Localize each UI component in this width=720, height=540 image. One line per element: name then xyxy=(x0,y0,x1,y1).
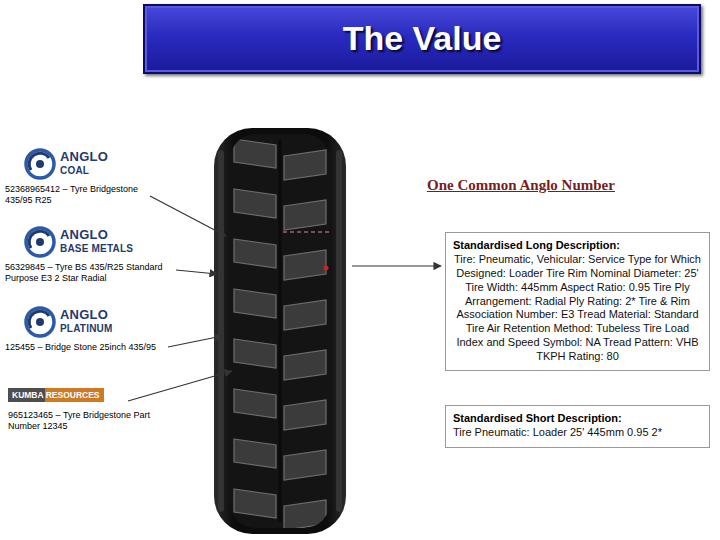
company-logo-name: KUMBA RESOURCES xyxy=(8,388,104,402)
anglo-emblem xyxy=(26,228,54,256)
part-description: 125455 – Bridge Stone 25inch 435/95 xyxy=(5,342,170,353)
company-entry: ANGLO BASE METALS 56329845 – Tyre BS 435/… xyxy=(5,228,180,284)
company-entry: KUMBA RESOURCES 965123465 – Tyre Bridgest… xyxy=(8,384,173,432)
tyre-shoulder xyxy=(218,150,224,512)
part-description: 52368965412 – Tyre Bridgestone 435/95 R2… xyxy=(5,184,165,206)
slide-title: The Value xyxy=(343,20,502,57)
title-band: The Value xyxy=(143,4,701,74)
box-heading: Standardised Long Description: xyxy=(453,238,702,252)
part-description: 56329845 – Tyre BS 435/R25 Standard Purp… xyxy=(5,262,170,284)
leader-arrow xyxy=(150,196,226,236)
company-entry: ANGLO PLATINUM 125455 – Bridge Stone 25in… xyxy=(5,308,180,353)
description-text: Tire: Pneumatic, Vehicular: Service Type… xyxy=(453,253,702,363)
tyre-body xyxy=(214,128,346,534)
company-entry: ANGLO COAL 52368965412 – Tyre Bridgestone… xyxy=(5,150,175,206)
description-text: Tire Pneumatic: Loader 25' 445mm 0.95 2* xyxy=(453,426,702,440)
tyre-tread xyxy=(230,134,330,528)
tread-centre-groove xyxy=(279,140,282,522)
anglo-emblem xyxy=(26,308,54,336)
leader-arrows xyxy=(128,196,441,401)
leader-arrow xyxy=(128,371,232,401)
company-logo-name: ANGLO COAL xyxy=(60,150,138,176)
part-description: 965123465 – Tyre Bridgestone Part Number… xyxy=(8,410,168,432)
tyre-shoulder xyxy=(336,150,342,512)
section-heading: One Common Anglo Number xyxy=(427,176,615,194)
tyre-illustration xyxy=(214,128,346,534)
leader-arrow xyxy=(168,336,222,347)
company-logo-name: ANGLO PLATINUM xyxy=(60,308,138,334)
leader-arrow xyxy=(176,270,217,274)
marker-dot xyxy=(324,266,329,271)
description-box: Standardised Short Description:Tire Pneu… xyxy=(445,405,710,448)
guide-line xyxy=(283,232,330,233)
company-logo-name: ANGLO BASE METALS xyxy=(60,228,138,254)
description-box: Standardised Long Description:Tire: Pneu… xyxy=(445,232,710,371)
anglo-emblem xyxy=(26,150,54,178)
leader-arrow xyxy=(352,265,441,266)
box-heading: Standardised Short Description: xyxy=(453,411,702,425)
